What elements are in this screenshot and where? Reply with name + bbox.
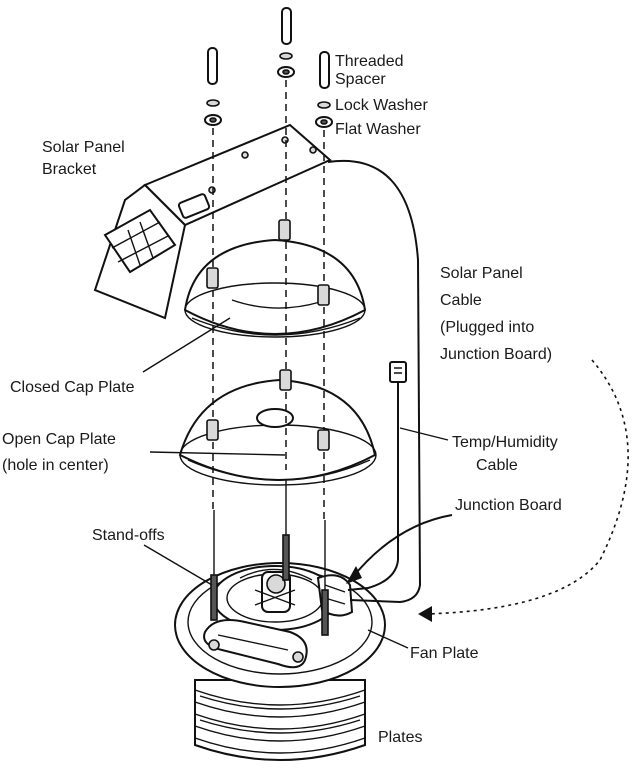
open-cap-plate	[178, 369, 377, 486]
label-closed-cap-plate: Closed Cap Plate	[10, 379, 135, 396]
label-plates: Plates	[378, 729, 422, 746]
mounting-hardware	[204, 7, 333, 128]
closed-cap-plate	[183, 219, 367, 338]
label-solar-panel-bracket-line1: Solar Panel	[42, 139, 125, 156]
label-temp-humidity-cable-line2: Cable	[476, 457, 518, 474]
fan-plate	[174, 562, 386, 688]
alignment-guides	[212, 80, 325, 520]
label-lock-washer: Lock Washer	[335, 97, 428, 114]
label-threaded-spacer-line1: Threaded	[335, 53, 404, 70]
label-junction-board: Junction Board	[455, 497, 562, 514]
label-threaded-spacer-line2: Spacer	[335, 71, 386, 88]
label-solar-panel-cable-line3: (Plugged into	[440, 319, 534, 336]
leader-lines	[142, 317, 629, 649]
label-solar-panel-bracket-line2: Bracket	[42, 161, 97, 178]
label-temp-humidity-cable-line1: Temp/Humidity	[452, 434, 558, 451]
label-open-cap-plate-line2: (hole in center)	[2, 457, 109, 474]
text-labels: Threaded Spacer Lock Washer Flat Washer …	[2, 53, 562, 746]
label-open-cap-plate-line1: Open Cap Plate	[2, 431, 116, 448]
temp-humidity-cable	[347, 361, 407, 591]
plates-stack	[194, 679, 366, 761]
label-fan-plate: Fan Plate	[410, 645, 479, 662]
label-flat-washer: Flat Washer	[335, 121, 421, 138]
label-stand-offs: Stand-offs	[92, 527, 165, 544]
stand-offs	[210, 470, 329, 636]
solar-panel-bracket	[93, 123, 332, 320]
label-solar-panel-cable-line4: Junction Board)	[440, 346, 552, 363]
label-solar-panel-cable-line2: Cable	[440, 292, 482, 309]
solar-panel-cable	[327, 159, 422, 604]
label-solar-panel-cable-line1: Solar Panel	[440, 265, 523, 282]
